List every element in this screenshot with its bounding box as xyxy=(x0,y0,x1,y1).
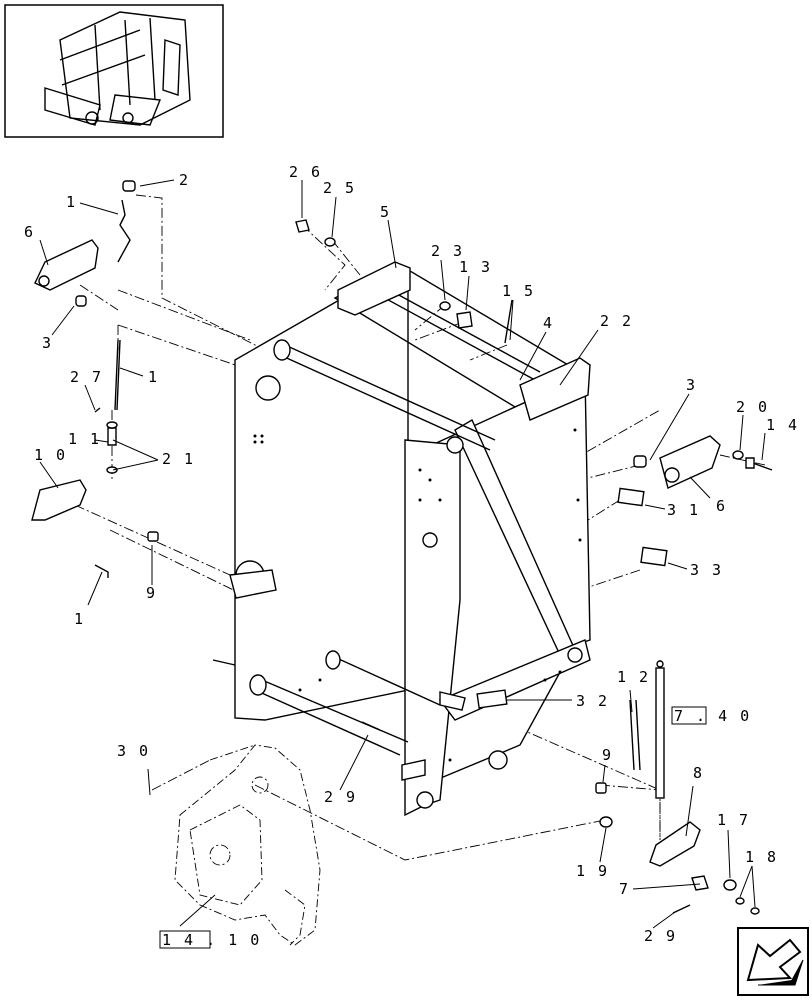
lower-right-components xyxy=(595,660,760,915)
callout-18: 1 8 xyxy=(745,848,778,866)
callout-1: 1 xyxy=(66,193,77,211)
callout-10: 1 0 xyxy=(34,446,67,464)
leader-lines xyxy=(39,179,766,929)
callout-30: 3 0 xyxy=(117,742,150,760)
top-hardware xyxy=(295,219,513,344)
reference-labels: 7 . 4 0 1 4 . 1 0 xyxy=(159,706,751,949)
callout-2: 2 xyxy=(179,171,190,189)
callout-7: 7 xyxy=(619,880,630,898)
callout-33: 3 3 xyxy=(690,561,723,579)
callout-3: 3 xyxy=(42,334,53,352)
callout-19: 1 9 xyxy=(576,862,609,880)
callout-17: 1 7 xyxy=(717,811,750,829)
phantom-gearbox xyxy=(174,744,321,946)
overview-thumbnail xyxy=(4,4,224,138)
callout-25: 2 5 xyxy=(323,179,356,197)
callout-27: 2 7 xyxy=(70,368,103,386)
callout-9: 9 xyxy=(146,584,157,602)
callout-8: 8 xyxy=(693,764,704,782)
callout-11: 1 1 xyxy=(68,430,101,448)
callout-32: 3 2 xyxy=(576,692,609,710)
ref-7-40: 7 . 4 0 xyxy=(674,707,751,725)
callout-20: 2 0 xyxy=(736,398,769,416)
callout-1-b: 1 xyxy=(148,368,159,386)
callout-22: 2 2 xyxy=(600,312,633,330)
ref-14-10: 1 4 . 1 0 xyxy=(162,931,261,949)
callout-29-b: 2 9 xyxy=(644,927,677,945)
callout-13: 1 3 xyxy=(459,258,492,276)
callout-15: 1 5 xyxy=(502,282,535,300)
right-components xyxy=(633,435,773,489)
callout-14: 1 4 xyxy=(766,416,799,434)
callout-6-b: 6 xyxy=(716,497,727,515)
callout-5: 5 xyxy=(380,203,391,221)
callout-6: 6 xyxy=(24,223,35,241)
callout-12: 1 2 xyxy=(617,668,650,686)
callout-9-b: 9 xyxy=(602,746,613,764)
callout-26: 2 6 xyxy=(289,163,322,181)
callout-4: 4 xyxy=(543,314,554,332)
decals xyxy=(476,487,668,709)
callout-29: 2 9 xyxy=(324,788,357,806)
callout-21: 2 1 xyxy=(162,450,195,468)
callout-labels: 2 1 6 3 2 7 1 1 1 2 1 1 0 9 1 2 6 2 5 5 … xyxy=(24,163,799,945)
callout-23: 2 3 xyxy=(431,242,464,260)
next-page-arrow-icon[interactable] xyxy=(737,927,809,996)
left-components xyxy=(31,180,277,599)
callout-3-b: 3 xyxy=(686,376,697,394)
main-frame xyxy=(212,261,591,817)
callout-31: 3 1 xyxy=(667,501,700,519)
callout-1-c: 1 xyxy=(74,610,85,628)
